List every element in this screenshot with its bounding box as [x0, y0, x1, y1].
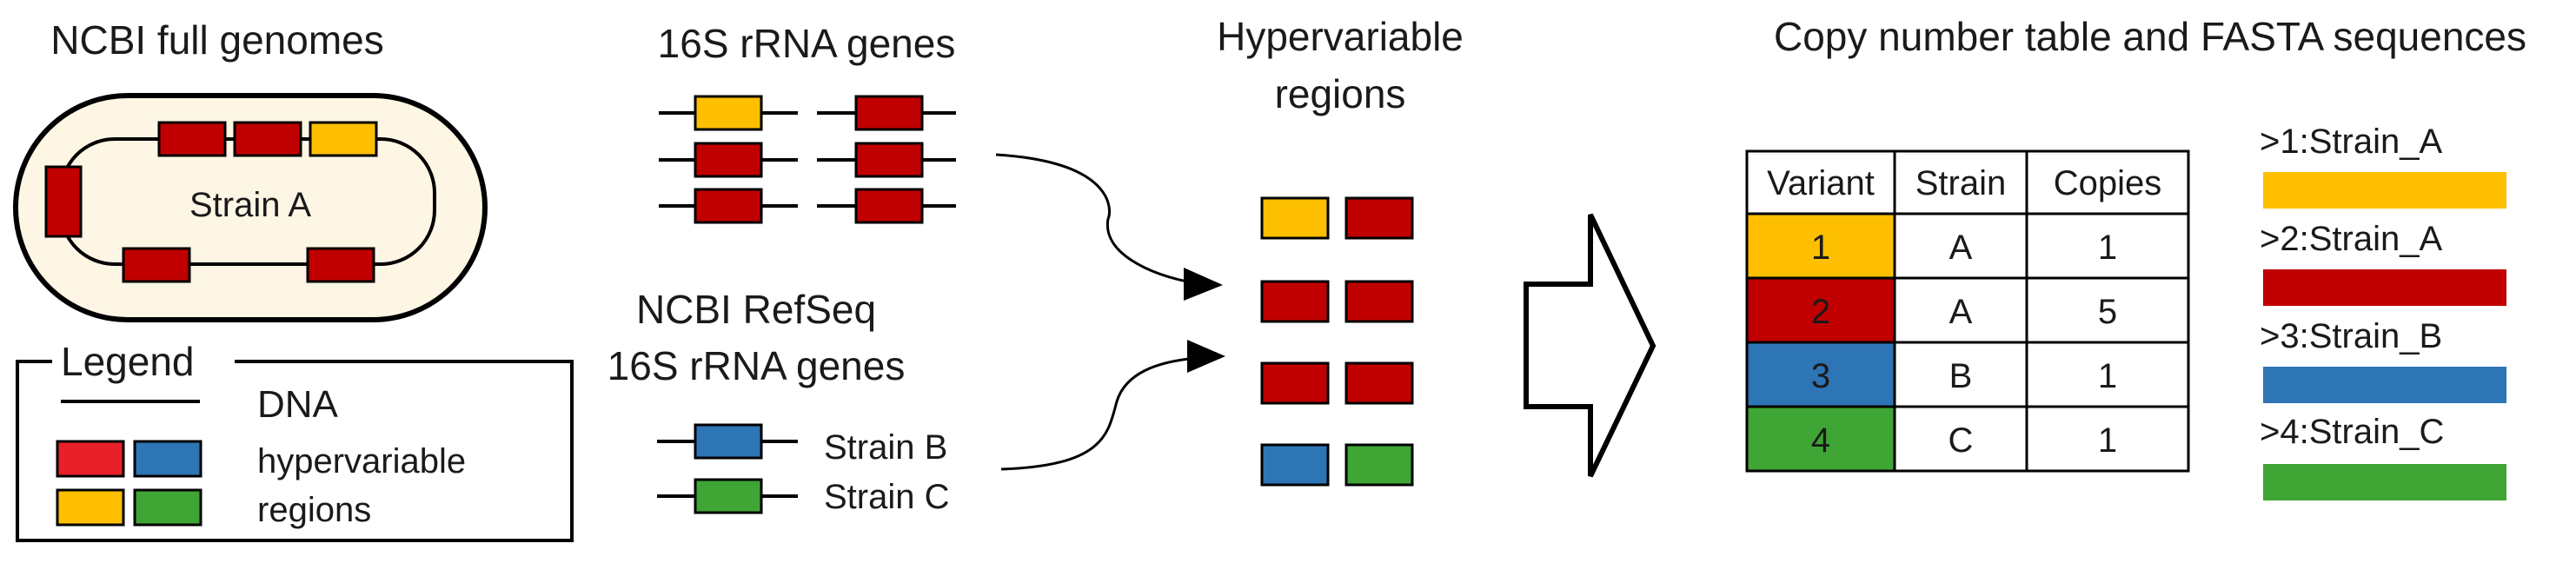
strain-a-label: Strain A [189, 186, 311, 224]
rrna-gene [854, 95, 924, 131]
variant-number: 3 [1811, 357, 1830, 395]
hv-region [1344, 361, 1414, 405]
rrna-gene [854, 188, 924, 224]
rrna-gene [694, 188, 763, 224]
table-header-strain: Strain [1915, 164, 2007, 202]
variant-color-cell [1747, 342, 1895, 407]
fasta-entry: >4:Strain_C [2260, 413, 2506, 500]
genome-gene [233, 121, 302, 157]
copies-cell: 1 [2098, 421, 2117, 460]
curved-arrow-refseq [1000, 356, 1198, 471]
legend-hv-label-line1: hypervariable [257, 442, 466, 481]
strain-cell: A [1949, 229, 1973, 267]
legend-frame [16, 360, 574, 542]
fasta-entry: >3:Strain_B [2260, 317, 2506, 403]
table-row: 2 A 5 [1747, 278, 2117, 342]
hv-region [1344, 196, 1414, 240]
table-header-cell [1747, 151, 1895, 214]
hv-region [1344, 443, 1414, 487]
curved-arrow-rrna [995, 153, 1197, 285]
fasta-sequences: >1:Strain_A >2:Strain_A >3:Strain_B >4:S… [2260, 123, 2506, 500]
refseq-gene-strain-b [694, 423, 763, 460]
variant-color-cell [1747, 278, 1895, 342]
fasta-sequence-bar [2263, 269, 2506, 306]
strain-b-label: Strain B [824, 428, 947, 467]
rrna-gene [694, 95, 763, 131]
legend-swatch-blue [133, 440, 202, 478]
fasta-sequence-bar [2263, 172, 2506, 209]
copies-cell: 1 [2098, 229, 2117, 267]
rrna-gene-grid [659, 95, 956, 224]
fasta-entry: >2:Strain_A [2260, 220, 2506, 306]
strain-cell: B [1949, 357, 1973, 395]
table-header-copies: Copies [2054, 164, 2162, 202]
table-header-variant: Variant [1767, 164, 1875, 202]
rrna-gene [694, 142, 763, 178]
hv-region [1260, 443, 1330, 487]
fasta-entry: >1:Strain_A [2260, 123, 2506, 209]
rrna-title: 16S rRNA genes [658, 21, 956, 66]
genome-gene [44, 165, 83, 238]
genome-cell: Strain A [13, 93, 488, 322]
fasta-header: >4:Strain_C [2260, 413, 2444, 451]
fasta-sequence-bar [2263, 464, 2506, 500]
strain-cell: C [1949, 421, 1974, 460]
rrna-gene [854, 142, 924, 178]
copies-cell: 5 [2098, 293, 2117, 331]
refseq-title-line2: 16S rRNA genes [607, 343, 906, 388]
table-header-cell [1895, 151, 2027, 214]
variant-number: 1 [1811, 229, 1830, 267]
table-row: 4 C 1 [1747, 407, 2117, 471]
copies-cell: 1 [2098, 357, 2117, 395]
arrowhead-icon [1187, 340, 1225, 373]
legend-swatch-green [133, 488, 202, 527]
variant-number: 2 [1811, 293, 1830, 331]
table-row: 1 A 1 [1747, 214, 2117, 278]
output-title: Copy number table and FASTA sequences [1774, 14, 2526, 59]
legend: Legend DNA hypervariable regions [16, 339, 574, 542]
table-row: 3 B 1 [1747, 342, 2117, 407]
fasta-header: >2:Strain_A [2260, 220, 2442, 258]
hv-region-grid [1260, 196, 1414, 487]
legend-swatch-yellow [56, 488, 125, 527]
variant-color-cell [1747, 407, 1895, 471]
variant-color-cell [1747, 214, 1895, 278]
table-border [1745, 149, 2190, 473]
table-header-cell [2027, 151, 2188, 214]
legend-dna-label: DNA [257, 383, 339, 426]
copy-number-table: Variant Strain Copies 1 A 1 2 A 5 3 B 1 … [1745, 149, 2190, 473]
hv-title-line2: regions [1275, 71, 1406, 116]
fasta-sequence-bar [2263, 367, 2506, 403]
hv-title-line1: Hypervariable [1217, 14, 1464, 59]
genomes-title: NCBI full genomes [50, 17, 384, 63]
big-right-arrow-icon [1524, 213, 1656, 478]
hv-region [1260, 196, 1330, 240]
fasta-header: >3:Strain_B [2260, 317, 2442, 355]
genome-gene [122, 247, 191, 283]
refseq-gene-strain-c [694, 478, 763, 514]
hv-region [1260, 361, 1330, 405]
hv-region [1344, 280, 1414, 323]
genome-gene [309, 121, 378, 157]
legend-hv-label-line2: regions [257, 491, 371, 529]
strain-c-label: Strain C [824, 478, 950, 516]
fasta-header: >1:Strain_A [2260, 123, 2442, 161]
genome-gene [157, 121, 227, 157]
hv-region [1260, 280, 1330, 323]
arrowhead-icon [1184, 268, 1223, 301]
strain-cell: A [1949, 293, 1973, 331]
refseq-title-line1: NCBI RefSeq [636, 287, 876, 332]
genome-gene [306, 247, 375, 283]
refseq-genes: Strain B Strain C [657, 423, 950, 516]
legend-swatch-red [56, 440, 125, 478]
legend-title: Legend [61, 339, 195, 384]
variant-number: 4 [1811, 421, 1830, 460]
